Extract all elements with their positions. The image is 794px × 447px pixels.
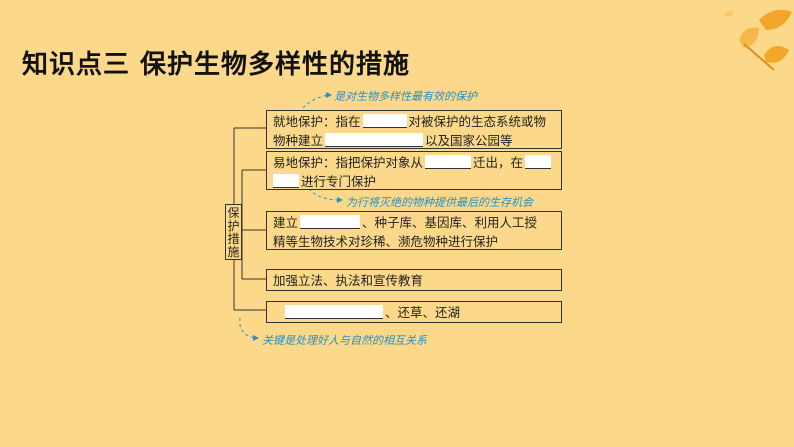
item-restoration: 、还草、还湖	[266, 301, 562, 323]
blank[interactable]	[363, 114, 407, 128]
note-key-relationship: 关键是处理好人与自然的相互关系	[262, 332, 427, 348]
item-gene-bank: 建立、种子库、基因库、利用人工授 精等生物技术对珍稀、濒危物种进行保护	[266, 211, 562, 250]
blank[interactable]	[525, 155, 551, 169]
item-legislation: 加强立法、执法和宣传教育	[266, 269, 562, 291]
blank[interactable]	[425, 155, 471, 169]
blank[interactable]	[273, 174, 299, 188]
item-ex-situ: 易地保护：指把保护对象从迁出，在 进行专门保护	[266, 151, 562, 190]
item-in-situ: 就地保护：指在对被保护的生态系统或物 物种建立以及国家公园等	[266, 110, 562, 149]
line-prefix: 物种建立	[273, 133, 323, 148]
note-last-chance: 为行将灭绝的物种提供最后的生存机会	[346, 194, 533, 210]
blank[interactable]	[325, 133, 423, 147]
blank[interactable]	[285, 305, 383, 319]
blank[interactable]	[300, 215, 360, 229]
note-most-effective: 是对生物多样性最有效的保护	[334, 88, 477, 104]
root-node: 保 护 措 施	[225, 204, 242, 260]
